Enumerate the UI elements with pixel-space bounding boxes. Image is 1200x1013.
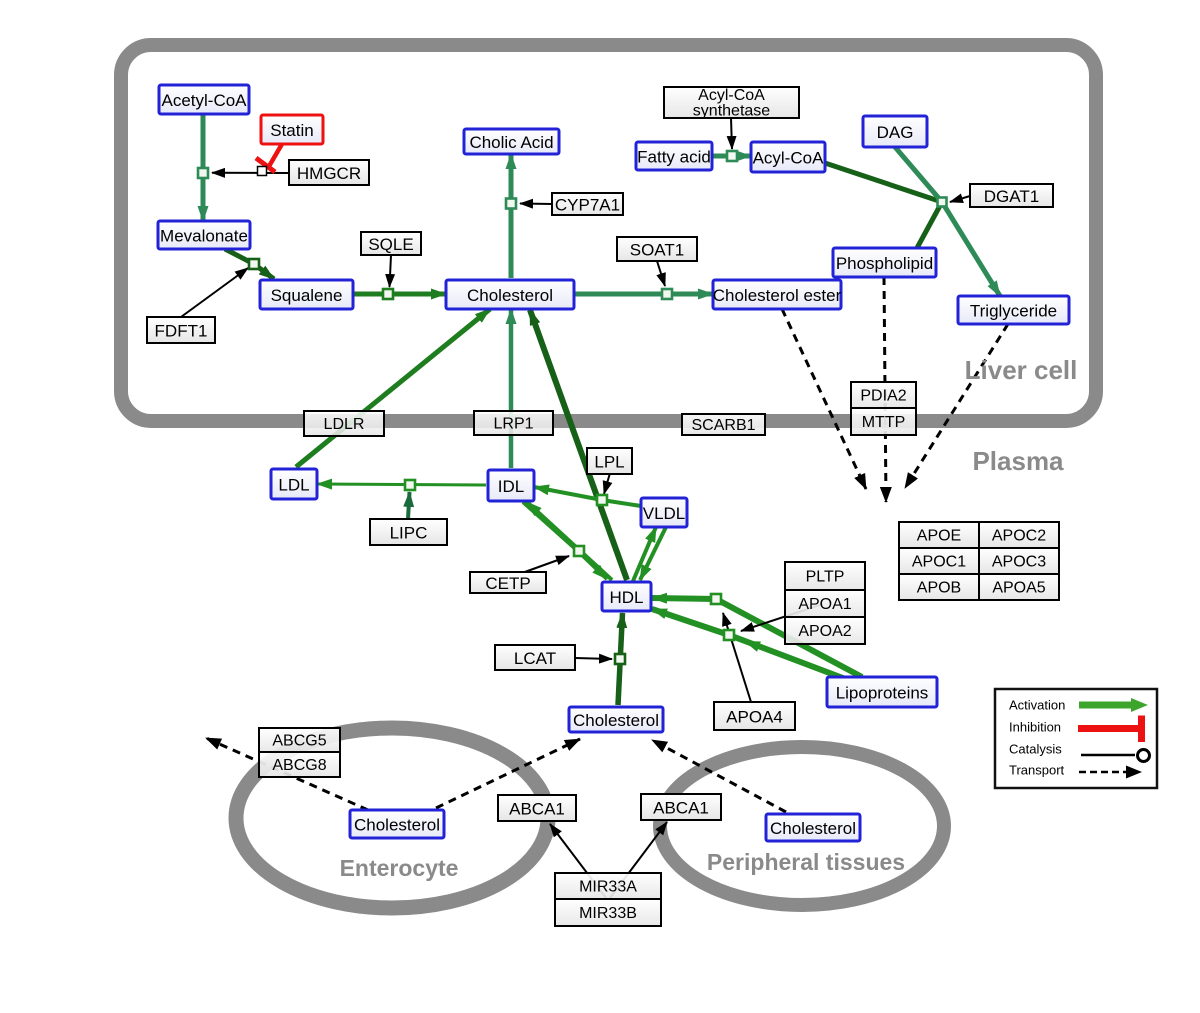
- svg-text:Cholesterol: Cholesterol: [354, 816, 440, 835]
- svg-text:ABCG8: ABCG8: [272, 757, 326, 774]
- svg-text:Statin: Statin: [270, 121, 313, 140]
- svg-text:Mevalonate: Mevalonate: [160, 227, 248, 246]
- svg-text:LCAT: LCAT: [514, 649, 556, 668]
- svg-text:APOA4: APOA4: [726, 708, 783, 727]
- svg-text:APOC1: APOC1: [912, 554, 966, 571]
- svg-text:MIR33B: MIR33B: [579, 905, 637, 922]
- svg-text:Activation: Activation: [1009, 698, 1065, 713]
- svg-text:Cholic Acid: Cholic Acid: [469, 133, 553, 152]
- svg-text:CETP: CETP: [485, 574, 530, 593]
- svg-text:Acyl-CoA: Acyl-CoA: [753, 149, 825, 168]
- svg-text:MTTP: MTTP: [862, 414, 906, 431]
- svg-text:Peripheral tissues: Peripheral tissues: [707, 849, 905, 875]
- svg-text:Fatty acid: Fatty acid: [637, 148, 711, 167]
- svg-text:ABCG5: ABCG5: [272, 733, 326, 750]
- svg-text:APOB: APOB: [917, 580, 961, 597]
- svg-text:Inhibition: Inhibition: [1009, 720, 1061, 735]
- svg-text:PDIA2: PDIA2: [860, 388, 906, 405]
- svg-text:HMGCR: HMGCR: [297, 164, 361, 183]
- svg-text:MIR33A: MIR33A: [579, 879, 637, 896]
- svg-text:Acetyl-CoA: Acetyl-CoA: [161, 91, 247, 110]
- svg-text:Cholesterol: Cholesterol: [573, 711, 659, 730]
- svg-text:Cholesterol ester: Cholesterol ester: [713, 286, 842, 305]
- svg-text:LRP1: LRP1: [493, 416, 533, 433]
- svg-text:Liver cell: Liver cell: [965, 355, 1078, 385]
- svg-text:Phospholipid: Phospholipid: [836, 254, 933, 273]
- svg-text:APOA2: APOA2: [798, 623, 851, 640]
- svg-text:HDL: HDL: [609, 588, 643, 607]
- svg-text:Plasma: Plasma: [972, 446, 1064, 476]
- svg-text:Transport: Transport: [1009, 763, 1065, 778]
- svg-text:VLDL: VLDL: [643, 504, 686, 523]
- svg-text:APOA1: APOA1: [798, 596, 851, 613]
- svg-text:Enterocyte: Enterocyte: [340, 855, 459, 881]
- svg-text:APOA5: APOA5: [992, 580, 1045, 597]
- svg-text:Lipoproteins: Lipoproteins: [836, 684, 929, 703]
- svg-text:Catalysis: Catalysis: [1009, 742, 1062, 757]
- svg-text:LDL: LDL: [278, 476, 309, 495]
- svg-text:PLTP: PLTP: [806, 569, 845, 586]
- svg-text:SCARB1: SCARB1: [691, 417, 755, 434]
- svg-text:LDLR: LDLR: [324, 416, 365, 433]
- svg-text:DAG: DAG: [877, 123, 914, 142]
- svg-text:Squalene: Squalene: [271, 286, 343, 305]
- svg-text:APOC2: APOC2: [992, 528, 1046, 545]
- svg-text:Acyl-CoA: Acyl-CoA: [698, 87, 765, 104]
- svg-text:FDFT1: FDFT1: [155, 322, 208, 341]
- svg-text:IDL: IDL: [498, 477, 524, 496]
- svg-text:LIPC: LIPC: [390, 524, 428, 543]
- svg-text:LPL: LPL: [594, 453, 624, 472]
- svg-text:synthetase: synthetase: [693, 102, 770, 119]
- svg-text:ABCA1: ABCA1: [653, 799, 709, 818]
- svg-text:Cholesterol: Cholesterol: [467, 286, 553, 305]
- svg-text:APOE: APOE: [917, 528, 961, 545]
- svg-text:APOC3: APOC3: [992, 554, 1046, 571]
- svg-text:DGAT1: DGAT1: [984, 187, 1039, 206]
- svg-text:SOAT1: SOAT1: [630, 241, 684, 260]
- svg-text:Triglyceride: Triglyceride: [970, 302, 1057, 321]
- svg-text:Cholesterol: Cholesterol: [770, 819, 856, 838]
- svg-text:ABCA1: ABCA1: [509, 800, 565, 819]
- svg-text:CYP7A1: CYP7A1: [555, 196, 620, 215]
- svg-text:SQLE: SQLE: [368, 235, 413, 254]
